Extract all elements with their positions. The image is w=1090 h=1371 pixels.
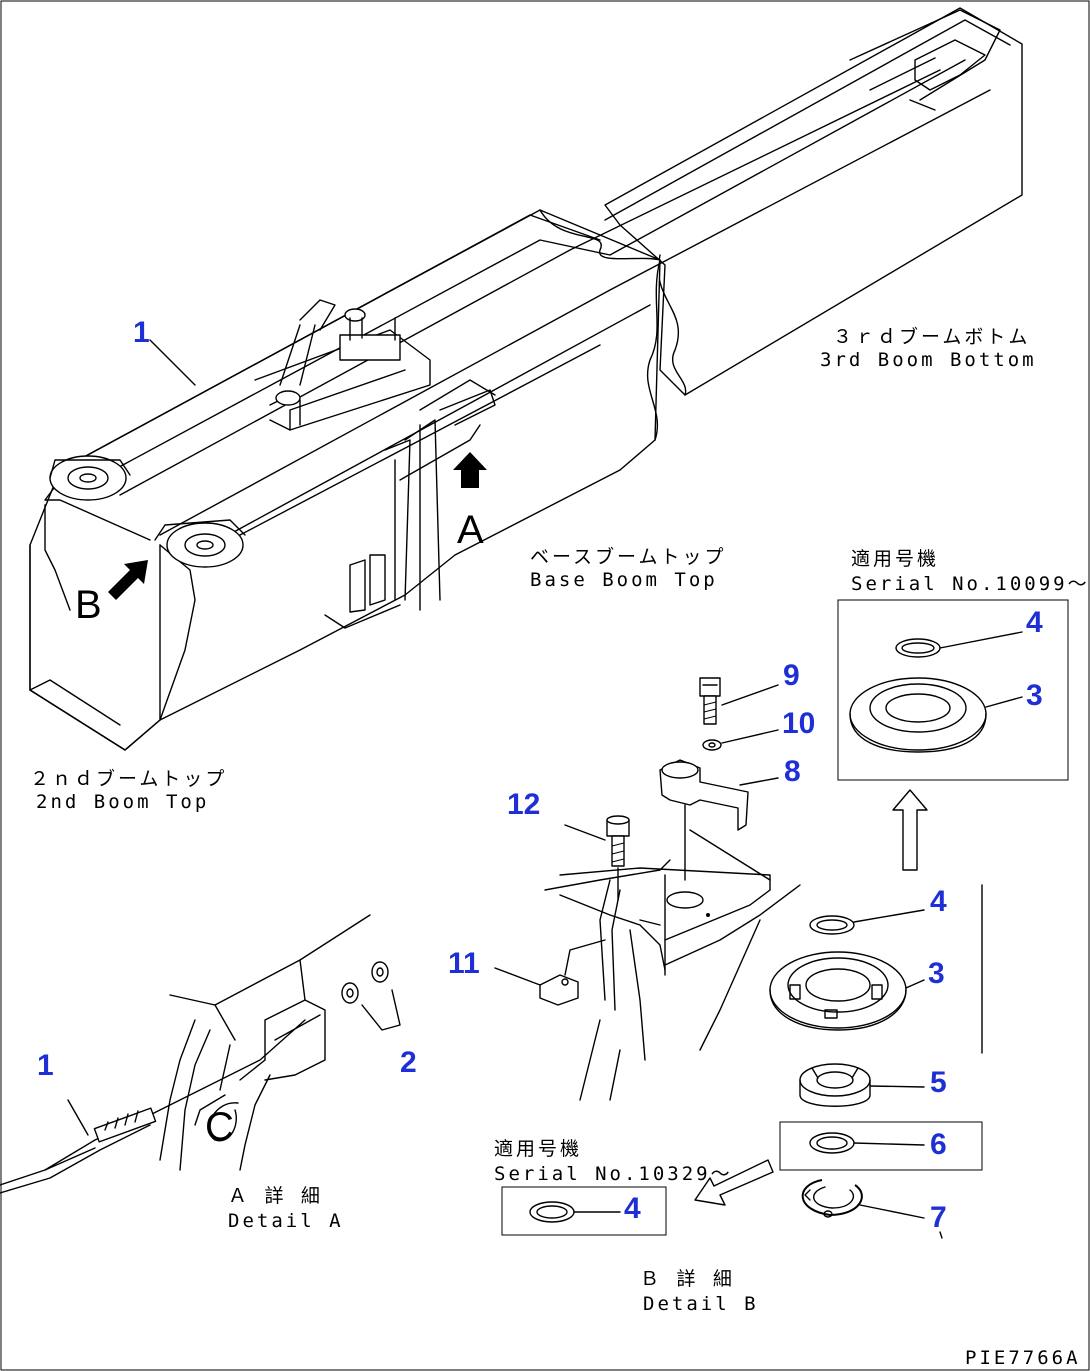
callout-8: 8 [784, 755, 801, 788]
label-base-boom-jp: ベースブームトップ [530, 545, 726, 568]
label-serial-jp-1: 適用号機 [851, 548, 939, 570]
callout-6: 6 [930, 1128, 947, 1161]
callouts: 1 1 2 3 3 4 4 4 5 6 7 8 9 10 11 12 [37, 316, 1043, 1234]
label-base-boom-en: Base Boom Top [530, 569, 718, 591]
callout-4-mid: 4 [930, 885, 947, 918]
callout-1-bottom: 1 [37, 1049, 54, 1082]
callout-12: 12 [507, 788, 540, 821]
view-letter-a: A [457, 508, 484, 552]
callout-9: 9 [783, 659, 800, 692]
callout-4-upper: 4 [1026, 606, 1043, 639]
label-serial-en-1: Serial No.10099～ [851, 573, 1090, 595]
arrow-view-b [108, 560, 148, 600]
label-detail-b-jp: Ｂ 詳 細 [640, 1268, 735, 1290]
callout-4-lower: 4 [624, 1192, 641, 1225]
detail-a-drawing [0, 914, 401, 1194]
box-part-6 [779, 1121, 983, 1171]
label-serial-jp-2: 適用号機 [494, 1138, 582, 1160]
arrow-view-a [453, 452, 487, 488]
view-letter-b: B [75, 583, 102, 627]
callout-11: 11 [448, 947, 480, 980]
label-serial-en-2: Serial No.10329～ [494, 1163, 733, 1185]
sheave-right [154, 519, 246, 568]
callout-1-top: 1 [133, 316, 150, 349]
hollow-arrow-up [892, 789, 928, 871]
label-second-boom-jp: ２ｎｄブームトップ [30, 767, 227, 790]
hollow-arrow-left [694, 1159, 774, 1206]
detail-b-drawing [494, 599, 1069, 1239]
view-letter-c: C [205, 1105, 234, 1149]
sheave-left [49, 455, 131, 501]
box-serial-10329 [501, 1186, 667, 1236]
callout-10: 10 [782, 707, 815, 740]
label-detail-a-en: Detail A [228, 1210, 344, 1232]
drawing-ref: PIE7766A [965, 1347, 1081, 1369]
text-labels: ３ｒｄブームボトム 3rd Boom Bottom ベースブームトップ Base… [30, 325, 1090, 1369]
box-serial-10099 [837, 599, 1069, 781]
label-second-boom-en: 2nd Boom Top [36, 791, 209, 813]
callout-5: 5 [930, 1066, 947, 1099]
callout-7: 7 [930, 1201, 947, 1234]
label-detail-b-en: Detail B [643, 1293, 759, 1315]
callout-3-upper: 3 [1026, 679, 1043, 712]
callout-3-lower: 3 [928, 957, 945, 990]
label-detail-a-jp: Ａ 詳 細 [228, 1185, 323, 1207]
label-third-boom-en: 3rd Boom Bottom [820, 349, 1037, 371]
label-third-boom-jp: ３ｒｄブームボトム [833, 325, 1030, 348]
boom-assembly [29, 7, 1023, 751]
callout-2: 2 [400, 1046, 417, 1079]
